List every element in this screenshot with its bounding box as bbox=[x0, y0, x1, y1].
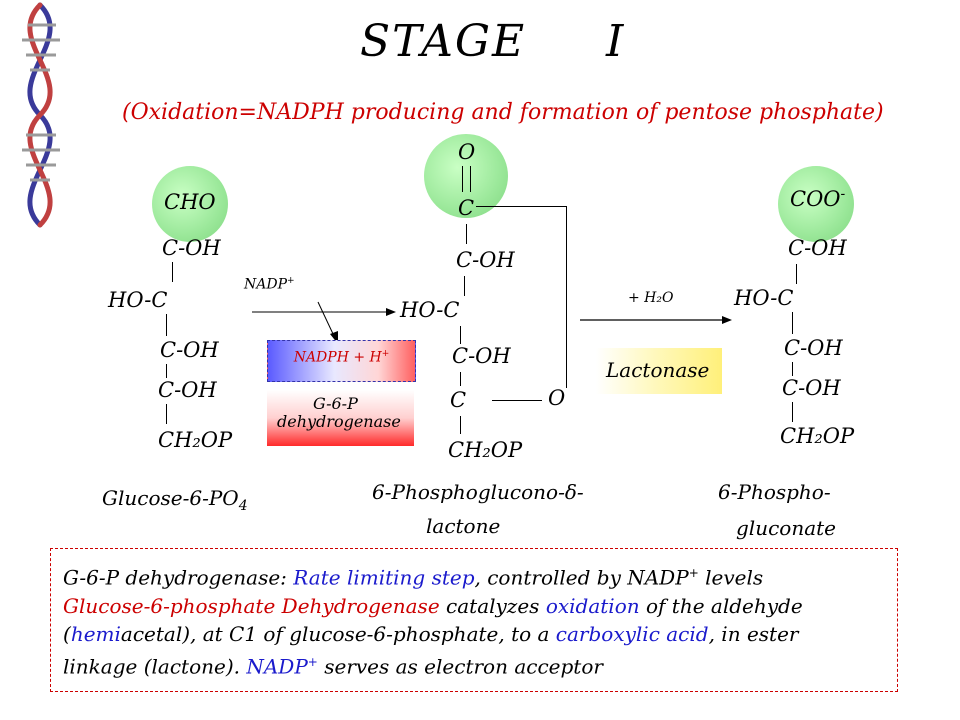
glucose-bond-3 bbox=[166, 314, 167, 336]
page-title: STAGE I bbox=[360, 16, 626, 67]
lactone-bond-4 bbox=[460, 326, 461, 344]
lactone-double-bond-b bbox=[470, 166, 471, 192]
gluconate-name-line2: gluconate bbox=[736, 516, 836, 540]
lactonase-label: Lactonase bbox=[606, 358, 710, 382]
gluconate-c3: HO-C bbox=[734, 286, 794, 310]
glucose-bond-5 bbox=[166, 404, 167, 424]
glucose-c4: C-OH bbox=[160, 338, 219, 362]
info-line-2: Glucose-6-phosphate Dehydrogenase cataly… bbox=[63, 593, 803, 618]
enzyme-name-line2: dehydrogenase bbox=[277, 412, 401, 431]
gluconate-name-line1: 6-Phospho- bbox=[718, 480, 831, 504]
glucose-c1: CHO bbox=[164, 190, 216, 214]
lactone-c3: HO-C bbox=[400, 298, 460, 322]
page-subtitle: (Oxidation=NADPH producing and formation… bbox=[122, 100, 884, 125]
lactone-c1: C bbox=[458, 196, 475, 220]
lactone-bond-6 bbox=[460, 416, 461, 434]
gluconate-bond-5 bbox=[792, 402, 793, 422]
glucose-c3: HO-C bbox=[108, 288, 168, 312]
water-label: + H₂O bbox=[628, 290, 674, 306]
gluconate-bond-2 bbox=[796, 264, 797, 284]
g6p-dehydrogenase-box: G-6-P dehydrogenase bbox=[267, 390, 414, 446]
info-line-4: linkage (lactone). NADP+ serves as elect… bbox=[63, 654, 603, 679]
lactone-c1-highlight bbox=[424, 134, 508, 218]
enzyme-name-line1: G-6-P bbox=[313, 394, 358, 413]
lactone-c4: C-OH bbox=[452, 344, 511, 368]
glucose-name: Glucose-6-PO4 bbox=[102, 486, 248, 514]
lactone-ring-bottom bbox=[492, 400, 542, 401]
lactone-o-top: O bbox=[458, 140, 476, 164]
lactone-double-bond-a bbox=[462, 166, 463, 192]
lactone-name-line1: 6-Phosphoglucono-δ- bbox=[372, 480, 584, 504]
nadp-label: NADP+ bbox=[244, 276, 295, 293]
nadph-box: NADPH + H+ bbox=[267, 340, 416, 382]
lactone-bond-5 bbox=[460, 372, 461, 386]
nadph-label: NADPH + H+ bbox=[293, 349, 390, 366]
gluconate-bond-3 bbox=[792, 312, 793, 334]
gluconate-c1: COO- bbox=[790, 186, 846, 211]
lactone-ring-top bbox=[476, 206, 566, 207]
lactonase-box: Lactonase bbox=[596, 348, 722, 394]
lactone-c2: C-OH bbox=[456, 248, 515, 272]
glucose-c1-highlight bbox=[152, 166, 228, 242]
glucose-bond-2 bbox=[172, 262, 173, 282]
glucose-c2: C-OH bbox=[162, 236, 221, 260]
gluconate-c5: C-OH bbox=[782, 376, 841, 400]
lactone-c5: C bbox=[450, 388, 467, 412]
lactone-ring-right bbox=[566, 206, 567, 388]
lactone-c6: CH₂OP bbox=[448, 438, 523, 462]
info-line-3: (hemiacetal), at C1 of glucose-6-phospha… bbox=[63, 621, 799, 646]
lactone-bond-2 bbox=[466, 224, 467, 244]
glucose-bond-4 bbox=[166, 364, 167, 378]
gluconate-c1-highlight bbox=[778, 166, 854, 242]
glucose-c5: C-OH bbox=[158, 378, 217, 402]
lactone-name-line2: lactone bbox=[426, 514, 501, 538]
gluconate-c6: CH₂OP bbox=[780, 424, 855, 448]
glucose-c6: CH₂OP bbox=[158, 428, 233, 452]
lactone-bond-3 bbox=[464, 276, 465, 296]
gluconate-bond-4 bbox=[792, 362, 793, 376]
info-box: G-6-P dehydrogenase: Rate limiting step,… bbox=[50, 548, 898, 692]
info-line-1: G-6-P dehydrogenase: Rate limiting step,… bbox=[63, 565, 764, 590]
gluconate-c4: C-OH bbox=[784, 336, 843, 360]
lactone-ring-o: O bbox=[548, 386, 566, 410]
gluconate-c2: C-OH bbox=[788, 236, 847, 260]
